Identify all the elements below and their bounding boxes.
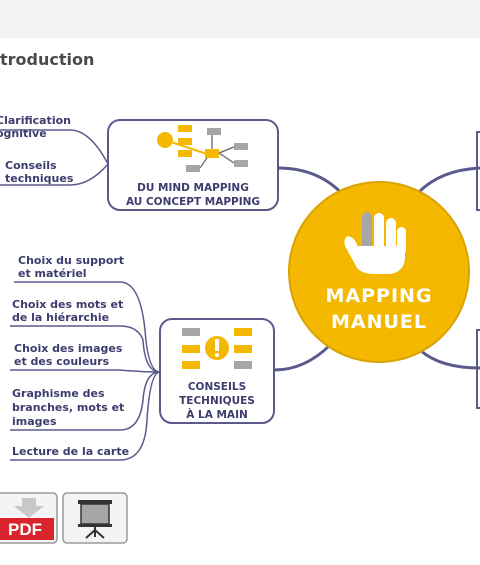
leaf-conseils-2: techniques bbox=[5, 172, 74, 185]
leaf-line-clarification bbox=[0, 129, 109, 165]
pdf-download-button[interactable]: PDF bbox=[0, 492, 58, 544]
section-heading: troduction bbox=[0, 50, 95, 69]
branch-bottom-label-1: CONSEILS bbox=[188, 381, 246, 393]
center-label-1: MAPPING bbox=[325, 285, 432, 307]
branch-top-label-2: AU CONCEPT MAPPING bbox=[126, 196, 260, 208]
connector-right-top bbox=[416, 166, 480, 195]
leaf-images-1: Choix des images bbox=[14, 342, 123, 355]
leaf-graphisme-1: Graphisme des bbox=[12, 387, 105, 400]
leaf-mots-2: de la hiérarchie bbox=[12, 311, 109, 324]
leaf-line-3 bbox=[10, 369, 161, 373]
connector-right-bottom bbox=[418, 348, 480, 370]
leaf-line-4 bbox=[10, 371, 161, 431]
top-bar bbox=[0, 0, 480, 38]
leaf-clarification-2: ognitive bbox=[0, 127, 47, 140]
leaf-images-2: et des couleurs bbox=[14, 355, 110, 368]
connector-bottom-branch bbox=[273, 343, 332, 372]
leaf-line-5 bbox=[10, 371, 161, 461]
right-box-top-edge bbox=[476, 131, 480, 211]
branch-box-bottom bbox=[159, 318, 275, 424]
hand-icon bbox=[344, 212, 406, 274]
right-box-bottom-edge bbox=[476, 329, 480, 409]
leaf-line-conseils bbox=[0, 163, 109, 186]
center-label-2: MANUEL bbox=[331, 311, 427, 333]
leaf-support-1: Choix du support bbox=[18, 254, 124, 267]
leaf-graphisme-2: branches, mots et bbox=[12, 401, 124, 414]
leaf-support-2: et matériel bbox=[18, 267, 87, 280]
leaf-conseils-1: Conseils bbox=[5, 159, 57, 172]
branch-bottom-label-2: TECHNIQUES bbox=[179, 395, 255, 407]
pdf-label: PDF bbox=[8, 520, 42, 539]
leaf-graphisme-3: images bbox=[12, 415, 57, 428]
leaf-mots-1: Choix des mots et bbox=[12, 298, 123, 311]
exclamation-icon bbox=[182, 328, 252, 369]
branch-top-label-1: DU MIND MAPPING bbox=[137, 182, 249, 194]
leaf-line-2 bbox=[10, 325, 161, 373]
concept-map-icon bbox=[157, 125, 248, 172]
leaf-clarification-1: Clarification bbox=[0, 114, 71, 127]
presentation-icon bbox=[62, 492, 128, 544]
leaf-line-1 bbox=[14, 281, 161, 373]
leaf-lecture: Lecture de la carte bbox=[12, 445, 129, 458]
presentation-button[interactable] bbox=[62, 492, 128, 544]
pdf-icon: PDF bbox=[0, 492, 58, 544]
branch-bottom-label-3: À LA MAIN bbox=[186, 408, 248, 421]
